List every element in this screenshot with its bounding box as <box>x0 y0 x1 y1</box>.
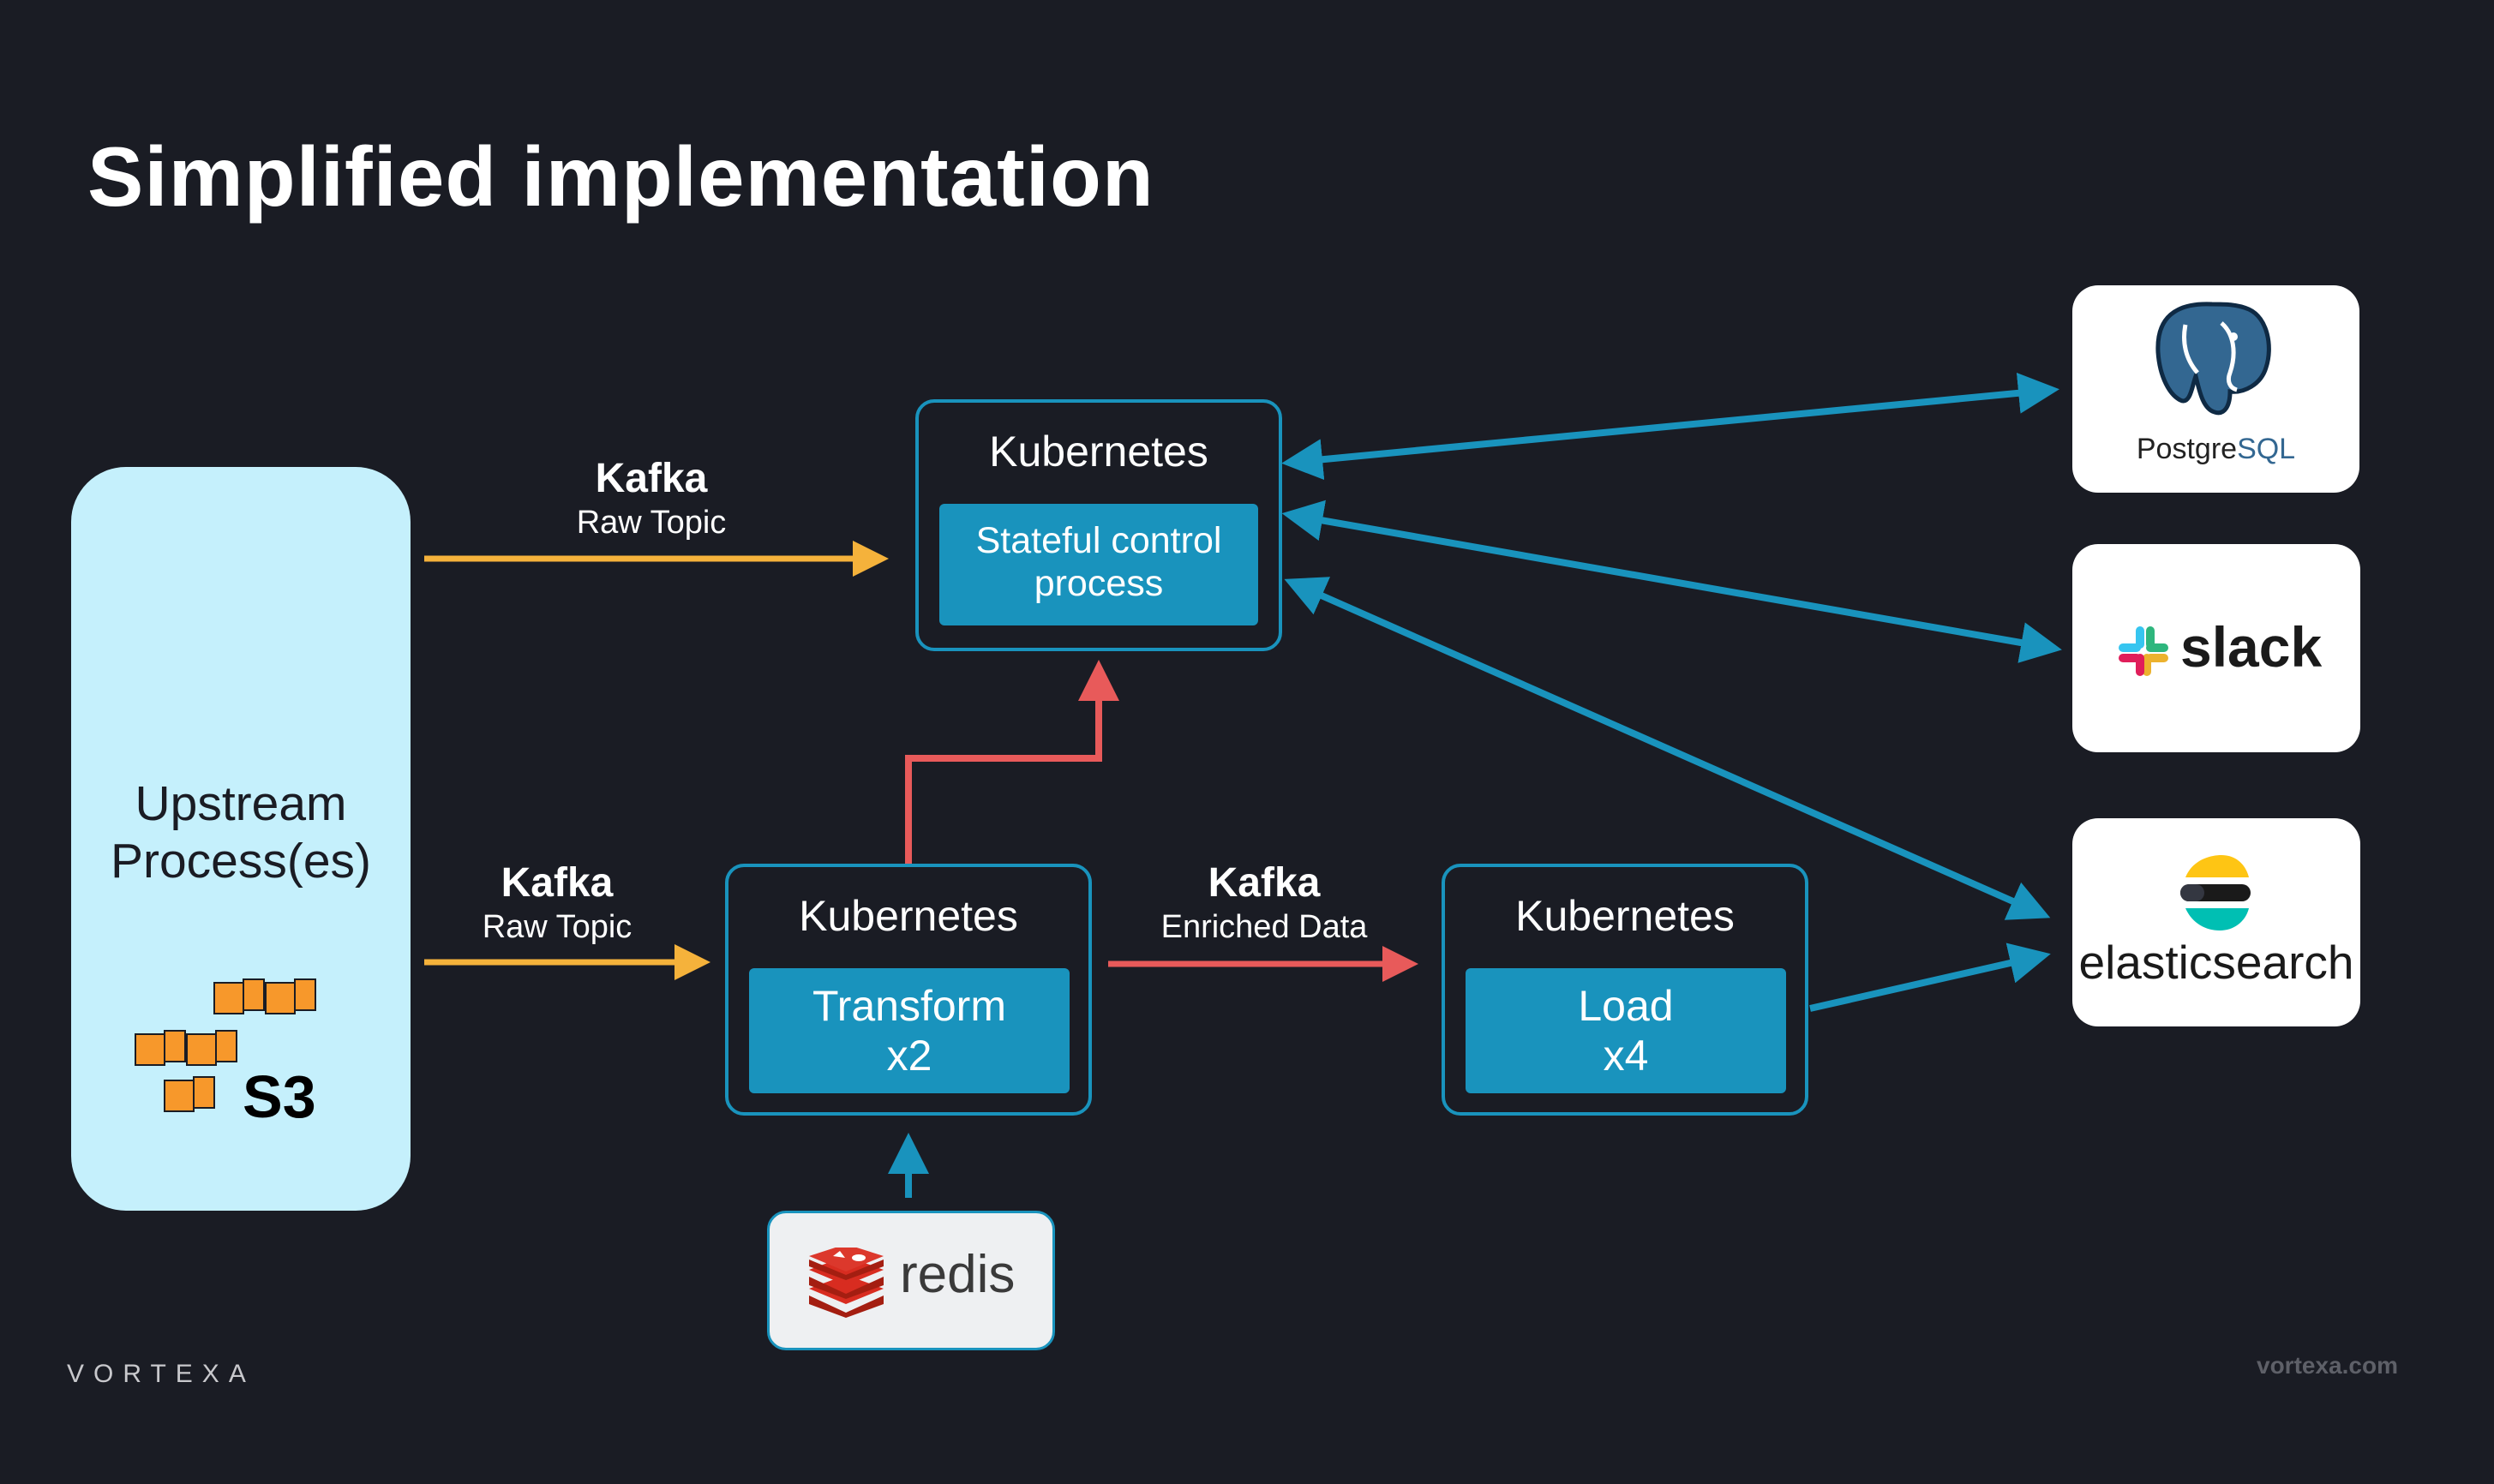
control-line1: Stateful control <box>975 520 1222 561</box>
kafka-sub: Raw Topic <box>482 909 632 945</box>
footer-url[interactable]: vortexa.com <box>2257 1352 2398 1379</box>
kafka-label-enriched: Kafka Enriched Data <box>1144 859 1384 946</box>
s3-label: S3 <box>243 1063 316 1130</box>
postgresql-label: PostgreSQL <box>2072 433 2359 466</box>
kafka-label-top: Kafka Raw Topic <box>531 454 771 542</box>
load-process: Load x4 <box>1466 968 1786 1093</box>
postgresql-label-a: Postgre <box>2136 433 2238 465</box>
elasticsearch-label: elasticsearch <box>2078 936 2354 989</box>
transform-process: Transform x2 <box>749 968 1070 1093</box>
slack-icon <box>2119 626 2168 676</box>
kafka-name: Kafka <box>501 860 614 906</box>
upstream-panel <box>71 467 411 1211</box>
transform-line2: x2 <box>886 1032 932 1080</box>
redis-label: redis <box>900 1245 1016 1304</box>
control-elastic-arrow <box>1284 577 2051 920</box>
postgresql-elephant-icon <box>2155 302 2271 416</box>
elasticsearch-card: elasticsearch <box>2072 818 2360 1026</box>
redis-card: redis <box>767 1211 1055 1350</box>
load-line1: Load <box>1578 982 1674 1030</box>
transform-to-control-arrow <box>905 660 1119 864</box>
kafka-name: Kafka <box>1208 860 1321 906</box>
transform-line1: Transform <box>812 982 1006 1030</box>
k8s-transform-box: Kubernetes Transform x2 <box>725 864 1092 1116</box>
aws-s3-icon <box>135 978 316 1112</box>
k8s-title: Kubernetes <box>799 892 1018 940</box>
slack-label: slack <box>2180 615 2323 679</box>
load-elastic-arrow <box>1809 942 2051 1012</box>
upstream-line1: Upstream <box>135 776 347 831</box>
stateful-control-process: Stateful control process <box>939 504 1258 625</box>
load-line2: x4 <box>1603 1032 1649 1080</box>
vortexa-logo: VORTEXA <box>67 1360 255 1388</box>
k8s-title: Kubernetes <box>1515 892 1735 940</box>
redis-icon <box>809 1248 884 1318</box>
page-title: Simplified implementation <box>87 129 1154 224</box>
kafka-label-mid: Kafka Raw Topic <box>437 859 677 946</box>
elasticsearch-icon <box>2180 855 2251 930</box>
upstream-line2: Process(es) <box>110 834 372 889</box>
slack-card: slack <box>2072 544 2360 752</box>
k8s-title: Kubernetes <box>989 428 1208 476</box>
k8s-control-box: Kubernetes Stateful control process <box>915 399 1282 651</box>
kafka-sub: Raw Topic <box>576 505 727 541</box>
k8s-load-box: Kubernetes Load x4 <box>1442 864 1808 1116</box>
postgresql-card: PostgreSQL <box>2072 285 2359 493</box>
upstream-label: Upstream Process(es) <box>71 775 411 890</box>
control-postgres-arrow <box>1281 372 2059 481</box>
kafka-sub: Enriched Data <box>1160 909 1368 945</box>
control-slack-arrow <box>1281 500 2062 663</box>
control-line2: process <box>1034 563 1164 604</box>
kafka-name: Kafka <box>595 456 708 501</box>
postgresql-label-b: SQL <box>2237 433 2296 465</box>
